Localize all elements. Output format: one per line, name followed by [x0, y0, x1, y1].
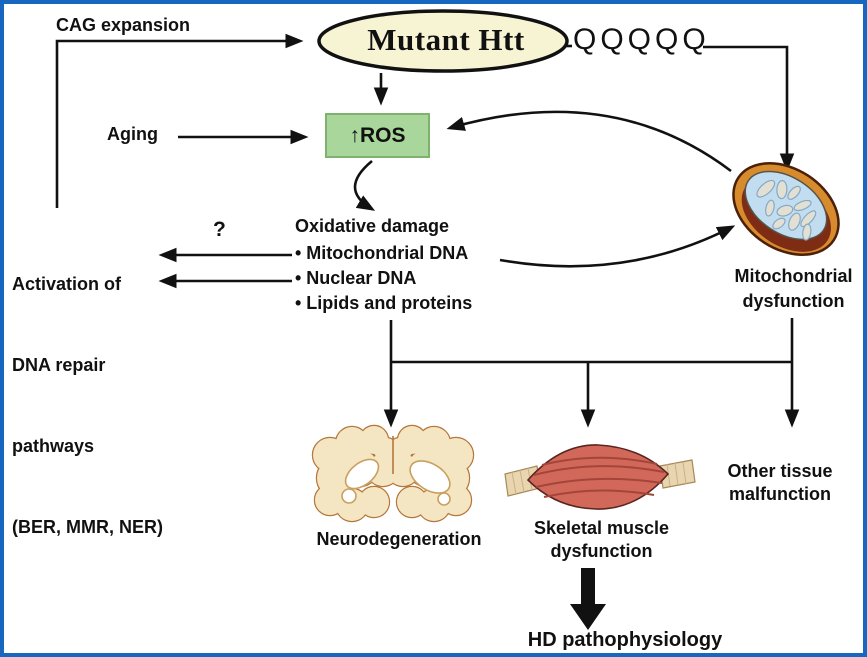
label-neurodegeneration: Neurodegeneration: [316, 529, 482, 549]
label-cag-expansion: CAG expansion: [56, 15, 191, 35]
label-dna-repair-block: Activation of DNA repair pathways (BER, …: [12, 217, 163, 595]
label-mitochondrial-dysfunction: Mitochondrial dysfunction: [734, 266, 853, 311]
oxidative-damage-item: • Lipids and proteins: [295, 293, 473, 313]
mitochondrion-illustration: [732, 162, 840, 256]
label-aging: Aging: [107, 124, 158, 144]
brain-illustration: [311, 424, 475, 523]
oxidative-damage-item: • Mitochondrial DNA: [295, 243, 469, 263]
dna-repair-line: pathways: [12, 436, 95, 456]
label-mutant-htt: Mutant Htt: [367, 22, 525, 57]
dna-repair-line: Activation of: [12, 274, 122, 294]
arrow-mitodna-to-mito: [499, 225, 736, 268]
label-polyglutamine-qqqqq: QQQQQ: [573, 23, 710, 56]
label-hd-pathophysiology: HD pathophysiology: [527, 629, 723, 651]
label-other-tissue-malfunction: Other tissue malfunction: [727, 461, 833, 504]
dna-repair-line: DNA repair: [12, 355, 106, 375]
arrow-ros-to-oxidative: [353, 159, 376, 211]
diagram-canvas: [55, 9, 840, 630]
arrow-polyq-to-mito: [703, 45, 795, 172]
label-ros: ↑ROS: [349, 123, 406, 147]
oxidative-damage-item: • Nuclear DNA: [295, 268, 417, 288]
question-mark: ?: [213, 218, 226, 241]
mutant-htt-ellipse: [317, 9, 569, 73]
label-skeletal-muscle-dysfunction: Skeletal muscle dysfunction: [533, 518, 670, 561]
arrow-mito-to-ros: [446, 110, 732, 173]
label-oxidative-damage-title: Oxidative damage: [295, 216, 450, 236]
ros-box: ↑ROS: [325, 113, 430, 158]
arrow-cag-to-htt: [55, 33, 304, 208]
arrow-muscle-to-hd: [570, 568, 606, 630]
muscle-illustration: [504, 444, 696, 510]
dna-repair-line: (BER, MMR, NER): [12, 517, 163, 537]
